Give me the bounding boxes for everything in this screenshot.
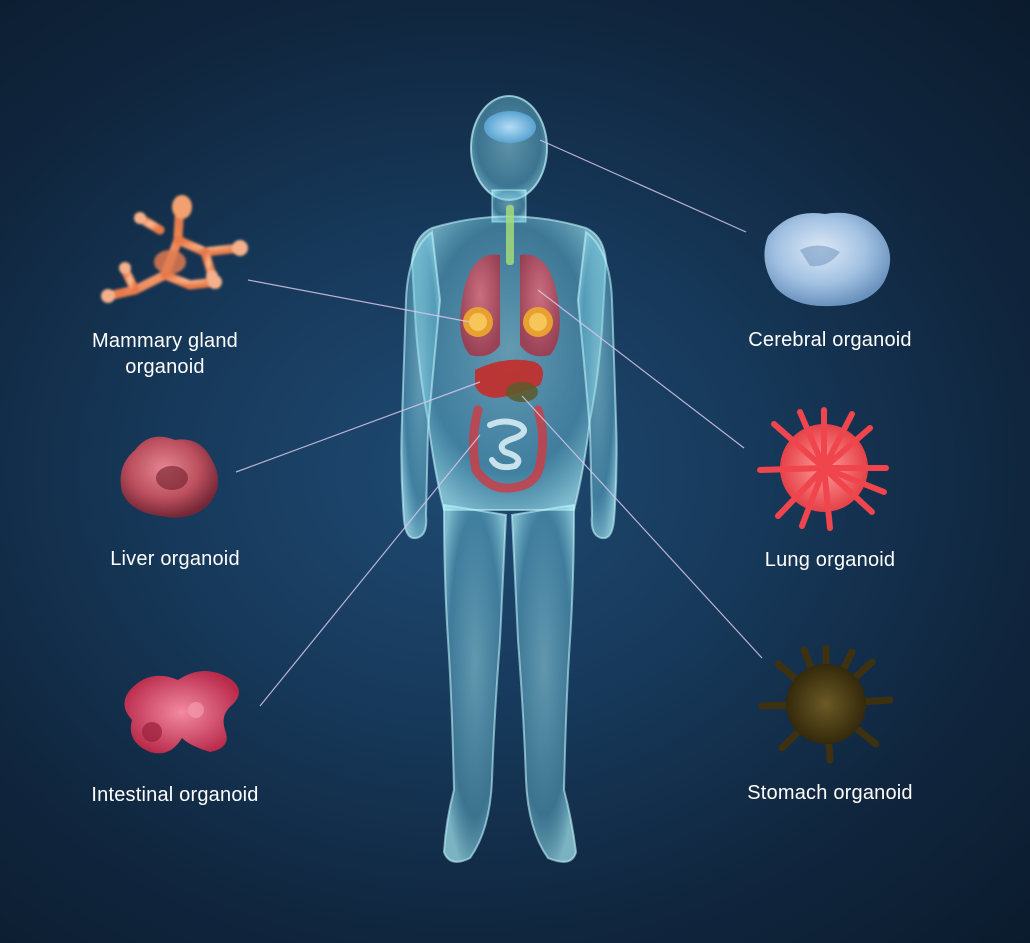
mammary-organoid-image — [101, 195, 248, 303]
trachea-organ — [506, 205, 514, 265]
human-body-figure — [400, 95, 618, 863]
brain-organ — [484, 111, 536, 143]
lung-organoid-label: Lung organoid — [764, 549, 896, 571]
large-intestine-organ — [468, 405, 548, 493]
liver-organoid-core — [156, 466, 188, 490]
right-mammary-organ — [523, 307, 553, 337]
stomach-organoid-image — [758, 644, 894, 764]
intestinal-organoid-image — [124, 671, 239, 754]
small-intestine-organ — [487, 418, 527, 471]
connector-stomach — [521, 395, 763, 659]
mammary-organoid-label: Mammary gland organoid — [70, 328, 260, 380]
lung-organoid-image — [757, 407, 889, 531]
connector-lung — [537, 289, 745, 449]
stomach-organ — [506, 382, 538, 402]
intestinal-organoid-label: Intestinal organoid — [91, 784, 259, 806]
connector-liver — [235, 381, 481, 473]
connector-mammary — [247, 279, 471, 323]
left-mammary-organ — [463, 307, 493, 337]
mammary-organoid-label-line1: Mammary gland — [92, 330, 238, 352]
liver-organoid-label: Liver organoid — [110, 548, 240, 570]
cerebral-organoid-label: Cerebral organoid — [748, 329, 912, 351]
connector-intestinal — [259, 434, 481, 707]
connector-cerebral — [539, 139, 747, 233]
cerebral-organoid-fold — [800, 245, 840, 267]
stomach-organoid-label: Stomach organoid — [747, 782, 913, 804]
mammary-organoid-label-line2: organoid — [125, 356, 205, 378]
